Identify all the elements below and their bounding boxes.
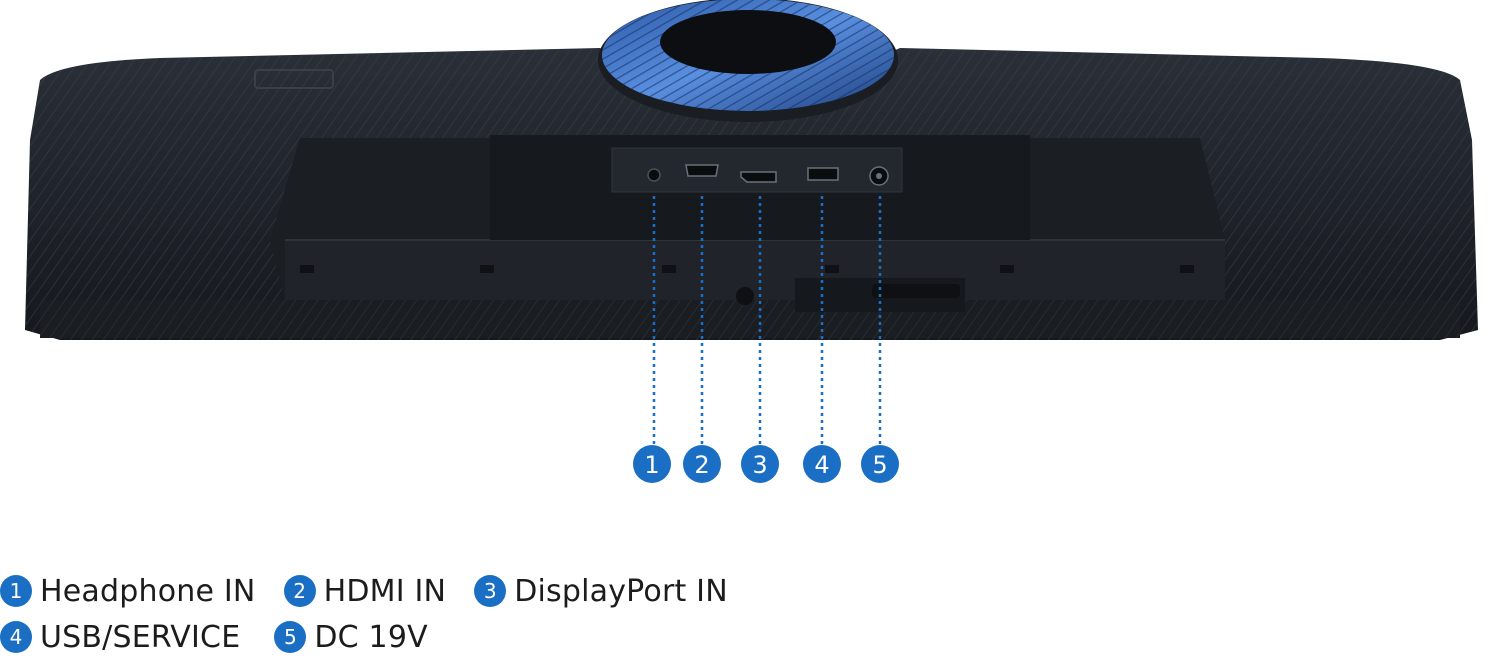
callout-number: 4 [814, 451, 829, 479]
callout-badge-5: 5 [861, 445, 899, 483]
legend-item-displayport: 3 DisplayPort IN [474, 574, 728, 609]
legend-number-badge: 4 [0, 621, 32, 653]
legend-number-badge: 3 [474, 575, 507, 607]
callout-number: 1 [644, 451, 659, 479]
callout-number: 3 [752, 451, 767, 479]
callout-badge-2: 2 [683, 445, 721, 483]
legend-row: 4 USB/SERVICE 5 DC 19V [0, 614, 900, 660]
port-dc-power [869, 166, 889, 186]
legend-number-badge: 5 [274, 621, 307, 653]
callout-badge-1: 1 [633, 445, 671, 483]
legend-label: HDMI IN [323, 573, 447, 609]
legend-item-usb: 4 USB/SERVICE [0, 620, 240, 655]
port-headphone-jack [647, 168, 661, 182]
legend-item-headphone: 1 Headphone IN [0, 574, 256, 609]
callout-badge-4: 4 [803, 445, 841, 483]
legend-number-badge: 2 [283, 575, 316, 607]
port-usb [807, 167, 839, 181]
callout-number: 5 [872, 451, 887, 479]
stand-ring [598, 0, 898, 122]
monitor-body [25, 48, 1478, 340]
legend-label: DisplayPort IN [514, 573, 728, 609]
port-legend: 1 Headphone IN 2 HDMI IN 3 DisplayPort I… [0, 568, 900, 660]
callout-number: 2 [694, 451, 709, 479]
legend-row: 1 Headphone IN 2 HDMI IN 3 DisplayPort I… [0, 568, 900, 614]
legend-number-badge: 1 [0, 575, 32, 607]
legend-item-hdmi: 2 HDMI IN [283, 573, 447, 609]
legend-item-dc-power: 5 DC 19V [274, 619, 428, 655]
legend-label: DC 19V [314, 619, 428, 655]
callout-badge-3: 3 [741, 445, 779, 483]
port-displayport [740, 171, 777, 183]
legend-label: USB/SERVICE [40, 619, 241, 655]
port-hdmi [685, 164, 719, 177]
legend-label: Headphone IN [40, 573, 256, 609]
